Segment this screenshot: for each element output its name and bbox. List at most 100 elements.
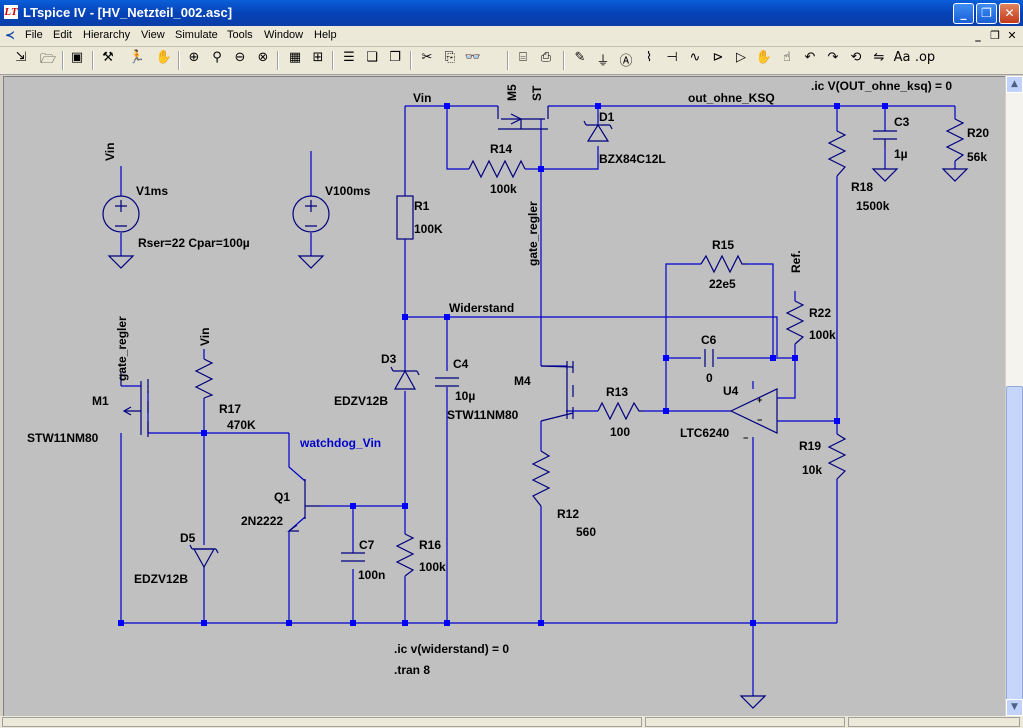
label-widerstand: Widerstand [449, 301, 514, 315]
label-gate-regler-m1: gate_regler [115, 316, 129, 381]
label-r14-value: 100k [490, 182, 517, 196]
component-icon[interactable]: ▷ [736, 50, 746, 65]
label-r12-name: R12 [557, 507, 579, 521]
zoom-cancel-icon[interactable]: ⊗ [257, 50, 269, 65]
close-all-icon[interactable]: ❐ [389, 50, 401, 65]
capacitor-icon[interactable]: ⊣ [666, 50, 678, 65]
opamp-minus-sign: − [757, 415, 762, 425]
drag-icon[interactable]: ☝ [783, 50, 791, 65]
open-schematic-icon[interactable]: ⇲ [15, 50, 27, 65]
mdi-close-button[interactable]: ✕ [1007, 29, 1017, 42]
label-u4-name: U4 [723, 384, 739, 398]
copy-icon[interactable]: ⎘ [444, 50, 456, 65]
label-c3-name: C3 [894, 115, 910, 129]
scroll-down-arrow-icon[interactable]: ▼ [1006, 699, 1023, 716]
menu-hierarchy[interactable]: Hierarchy [83, 29, 131, 41]
resistor-icon[interactable]: ⌇ [645, 50, 653, 65]
scroll-thumb[interactable] [1006, 386, 1023, 706]
label-m4-value: STW11NM80 [447, 408, 519, 422]
label-r22-value: 100k [809, 328, 836, 342]
save-icon[interactable]: ▣ [70, 50, 84, 65]
schematic-canvas[interactable]: Vin V1ms Rser=22 Cpar=100µ V100ms Vin M5… [3, 76, 1005, 717]
directive-tran[interactable]: .tran 8 [394, 663, 430, 677]
label-v100-name: V100ms [325, 184, 371, 198]
label-r1-value: 100K [414, 222, 443, 236]
v1-source[interactable] [102, 195, 140, 233]
mdi-minimize-button[interactable]: _ [975, 29, 981, 42]
zoom-pan-icon[interactable]: ⚲ [212, 50, 222, 65]
print-preview-icon[interactable]: ⌸ [519, 50, 527, 65]
components [102, 106, 969, 709]
menu-window[interactable]: Window [264, 29, 304, 41]
cascade-icon[interactable]: ❏ [366, 50, 378, 65]
menu-file[interactable]: File [25, 29, 43, 41]
spice-directive-icon[interactable]: .op [914, 50, 936, 65]
ground-icon[interactable]: ⏚ [596, 54, 610, 69]
draw-wire-icon[interactable]: ✎ [574, 50, 586, 65]
label-r12-value: 560 [576, 525, 596, 539]
waveform-icon[interactable]: ▦ [288, 50, 302, 65]
label-r19-name: R19 [799, 439, 821, 453]
opamp-plus-sign: + [757, 395, 762, 405]
u4-opamp[interactable] [729, 388, 778, 434]
label-r18-value: 1500k [856, 199, 890, 213]
menu-edit[interactable]: Edit [53, 29, 72, 41]
document-icon[interactable]: ≺ [5, 28, 16, 42]
find-icon[interactable]: 👓 [464, 50, 482, 65]
maximize-button[interactable]: ❐ [976, 3, 997, 24]
minimize-button[interactable]: _ [953, 3, 974, 24]
label-r20-value: 56k [967, 150, 987, 164]
text-icon[interactable]: Aa [893, 50, 911, 65]
directive-ic-widerstand[interactable]: .ic v(widerstand) = 0 [394, 642, 509, 656]
menu-bar: ≺ File Edit Hierarchy View Simulate Tool… [0, 26, 1023, 47]
label-d1-value: BZX84C12L [599, 152, 666, 166]
menu-help[interactable]: Help [314, 29, 337, 41]
scroll-up-arrow-icon[interactable]: ▲ [1006, 76, 1023, 93]
label-net-icon[interactable]: Ⓐ [619, 54, 633, 69]
autorange-icon[interactable]: ⊞ [312, 50, 324, 65]
menu-view[interactable]: View [141, 29, 165, 41]
r1-resistor[interactable] [396, 195, 414, 240]
redo-icon[interactable]: ↷ [827, 50, 839, 65]
label-d5-value: EDZV12B [134, 572, 188, 586]
print-icon[interactable]: ⎙ [540, 50, 552, 65]
mdi-restore-button[interactable]: ❐ [990, 29, 1000, 42]
label-r15-value: 22e5 [709, 277, 736, 291]
open-file-icon[interactable]: 🗁 [39, 52, 57, 67]
window-title: LTspice IV - [HV_Netzteil_002.asc] [23, 5, 233, 20]
cut-icon[interactable]: ✂ [421, 50, 433, 65]
label-r18-name: R18 [851, 180, 873, 194]
label-m5-value: ST [530, 85, 544, 101]
zoom-out-icon[interactable]: ⊖ [234, 50, 246, 65]
label-u4-value: LTC6240 [680, 426, 729, 440]
halt-icon[interactable]: ✋ [155, 50, 173, 65]
rotate-icon[interactable]: ⟲ [850, 50, 862, 65]
tile-horizontal-icon[interactable]: ☰ [343, 50, 355, 65]
menu-tools[interactable]: Tools [227, 29, 253, 41]
zoom-in-icon[interactable]: ⊕ [188, 50, 200, 65]
mirror-icon[interactable]: ⇋ [873, 50, 885, 65]
ltspice-app-icon[interactable]: LT [4, 5, 18, 19]
control-panel-icon[interactable]: ⚒ [102, 50, 114, 65]
vertical-scrollbar[interactable]: ▲ ▼ [1006, 76, 1023, 716]
move-icon[interactable]: ✋ [755, 50, 773, 65]
diode-icon[interactable]: ⊳ [712, 50, 724, 65]
label-vin-r17: Vin [198, 328, 212, 346]
inductor-icon[interactable]: ∿ [689, 50, 701, 65]
status-bar [0, 716, 1023, 728]
menu-simulate[interactable]: Simulate [175, 29, 218, 41]
label-m1-value: STW11NM80 [27, 431, 99, 445]
label-c7-value: 100n [358, 568, 385, 582]
label-r20-name: R20 [967, 126, 989, 140]
label-net-out: out_ohne_KSQ [688, 91, 775, 105]
label-d5-name: D5 [180, 531, 196, 545]
label-v1-name: V1ms [136, 184, 168, 198]
run-icon[interactable]: 🏃 [128, 50, 146, 65]
close-button[interactable]: ✕ [999, 3, 1020, 24]
label-r17-name: R17 [219, 402, 241, 416]
label-r17-value: 470K [227, 418, 256, 432]
undo-icon[interactable]: ↶ [804, 50, 816, 65]
label-c7-name: C7 [359, 538, 375, 552]
v100-source[interactable] [292, 195, 330, 233]
label-d1-name: D1 [599, 110, 615, 124]
